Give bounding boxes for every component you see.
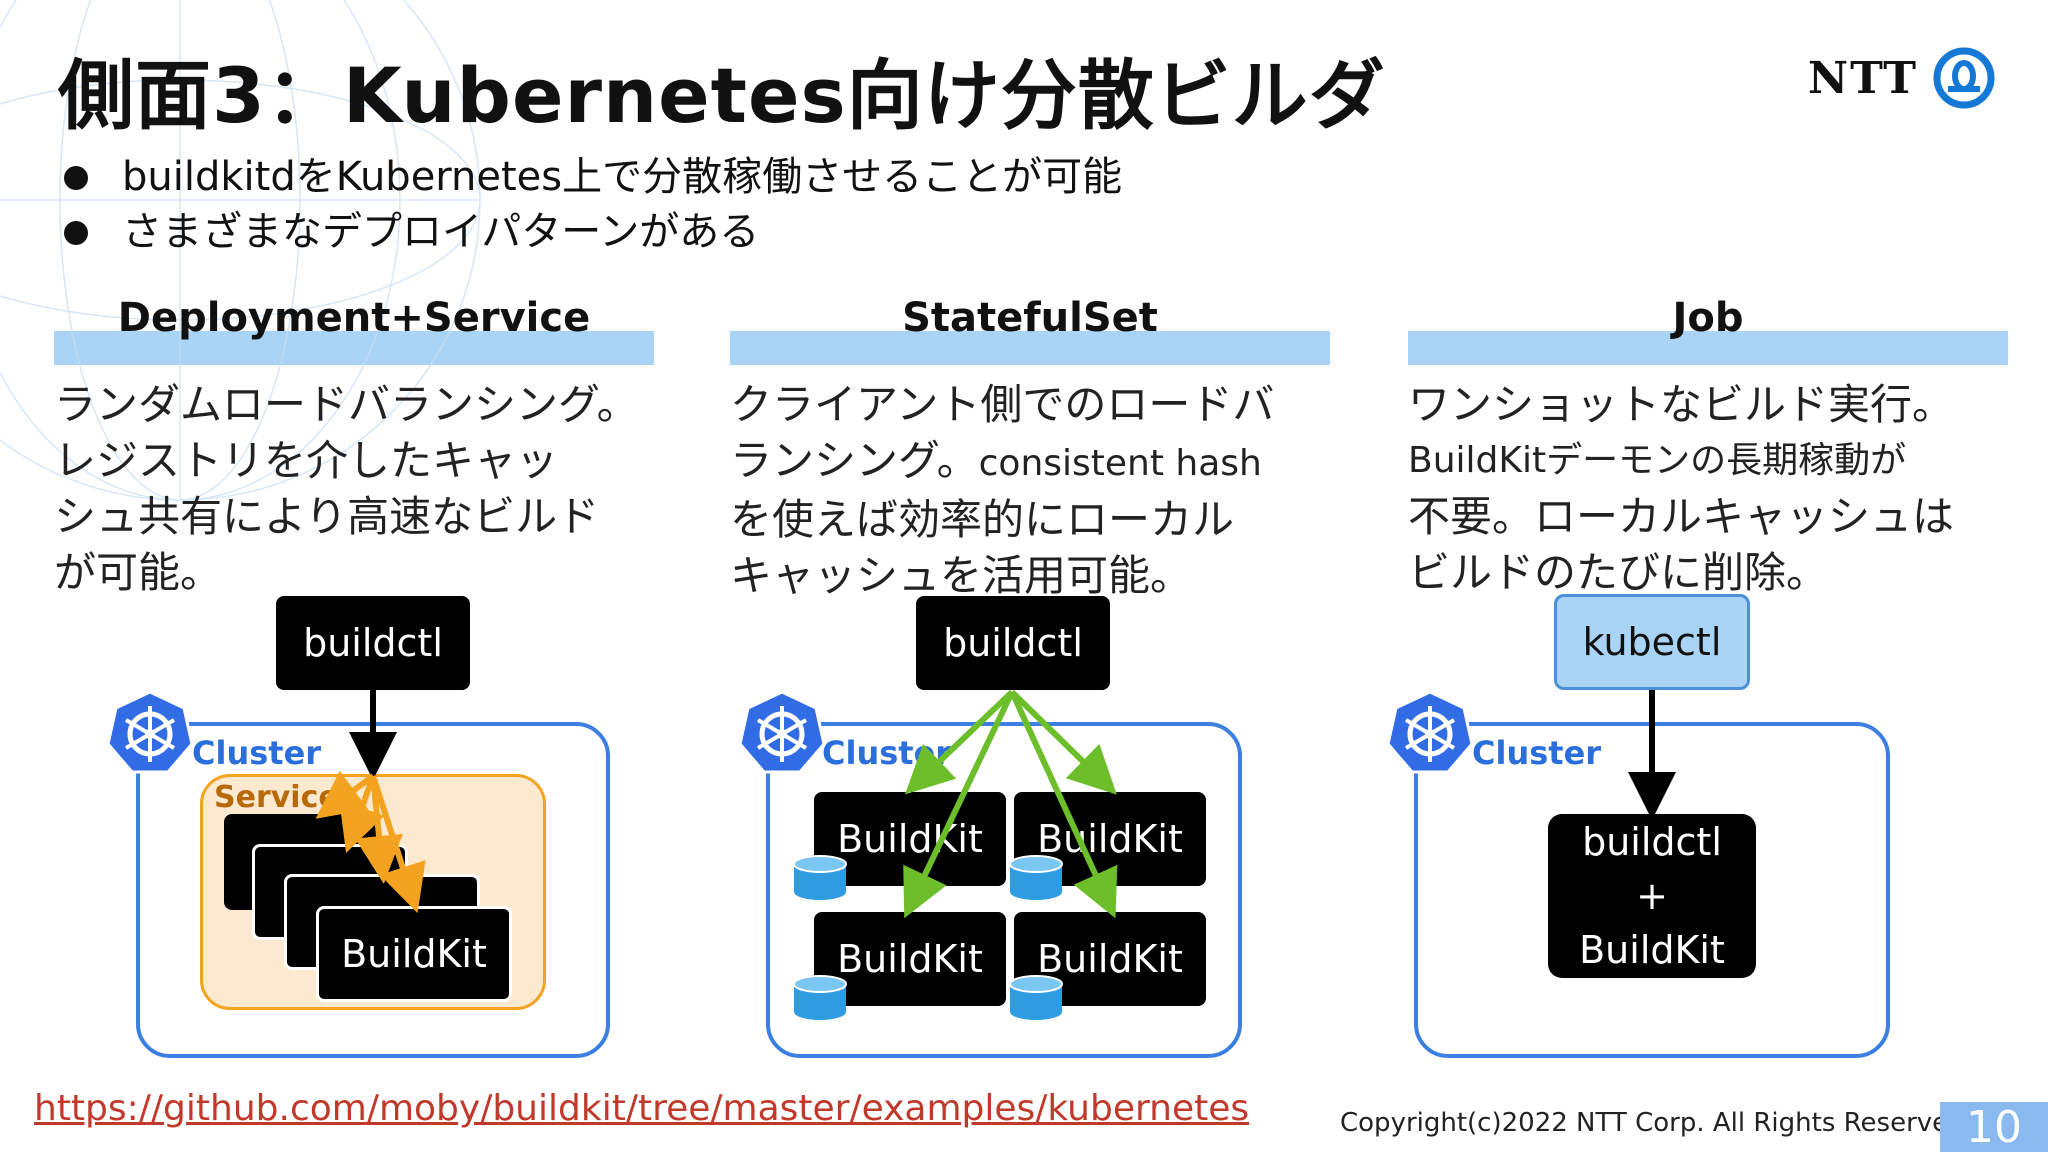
- column-header: Deployment+Service: [54, 290, 654, 365]
- cache-volume-icon: [1009, 855, 1063, 900]
- desc-line: BuildKitデーモンの長期稼動が: [1408, 440, 1907, 481]
- column-header-label: Deployment+Service: [117, 295, 591, 341]
- desc-line: を使えば効率的にローカル: [730, 495, 1235, 544]
- desc-line: シュ共有により高速なビルド: [54, 492, 600, 541]
- buildkit-pod: BuildKit: [316, 906, 512, 1002]
- cluster-label: Cluster: [1472, 734, 1602, 772]
- desc-line: キャッシュを活用可能。: [730, 551, 1193, 600]
- kubernetes-icon: [1386, 690, 1474, 774]
- page-number: 10: [1940, 1102, 2048, 1153]
- arrow-buildctl-to-buildkit-0: [904, 689, 1015, 795]
- desc-line: が可能。: [54, 548, 223, 597]
- logo-text: NTT: [1807, 52, 1918, 104]
- ntt-logo: NTT: [1808, 46, 1996, 110]
- column-header-label: Job: [1672, 295, 1744, 341]
- arrow-service-to-pod: [339, 775, 385, 853]
- column-header-label: StatefulSet: [902, 295, 1158, 341]
- source-link[interactable]: https://github.com/moby/buildkit/tree/ma…: [34, 1088, 1250, 1129]
- desc-line: ビルドのたびに削除。: [1408, 548, 1829, 597]
- column-description: ランダムロードバランシング。 レジストリを介したキャッ シュ共有により高速なビル…: [54, 377, 654, 601]
- arrow-buildctl-to-buildkit-2: [903, 690, 1015, 919]
- desc-line: ランシング。consistent hash: [730, 433, 1330, 492]
- desc-segment: consistent hash: [978, 443, 1262, 484]
- bullet-list: buildkitdをKubernetes上で分散稼働させることが可能 さまざまな…: [60, 150, 1122, 260]
- buildctl-client: buildctl: [916, 596, 1110, 690]
- arrow-service-to-pod: [315, 770, 375, 819]
- job-pod-line: buildctl: [1582, 820, 1722, 864]
- job-pod-line: BuildKit: [1579, 928, 1725, 972]
- column-header: StatefulSet: [730, 290, 1330, 365]
- copyright-text: Copyright(c)2022 NTT Corp. All Rights Re…: [1340, 1108, 1973, 1138]
- column-deployment: Deployment+Service ランダムロードバランシング。 レジストリを…: [54, 290, 654, 601]
- arrow-buildctl-to-buildkit-1: [1009, 689, 1117, 795]
- desc-line: 不要。ローカルキャッシュは: [1408, 492, 1955, 541]
- ntt-logo-icon: [1933, 47, 1995, 109]
- cluster-box: [766, 722, 1242, 1058]
- column-job: Job ワンショットなビルド実行。 BuildKitデーモンの長期稼動が 不要。…: [1408, 290, 2008, 601]
- column-description: クライアント側でのロードバ ランシング。consistent hash を使えば…: [730, 377, 1330, 604]
- desc-line: ワンショットなビルド実行。: [1408, 380, 1955, 429]
- column-statefulset: StatefulSet クライアント側でのロードバ ランシング。consiste…: [730, 290, 1330, 604]
- cache-volume-icon: [793, 855, 847, 900]
- desc-line: クライアント側でのロードバ: [730, 380, 1275, 429]
- bullet-item: さまざまなデプロイパターンがある: [60, 205, 1122, 260]
- desc-line: レジストリを介したキャッ: [54, 436, 559, 485]
- kubernetes-icon: [738, 690, 826, 774]
- cluster-label: Cluster: [192, 734, 322, 772]
- arrow-buildctl-to-buildkit-3: [1009, 690, 1118, 919]
- kubernetes-icon: [106, 690, 194, 774]
- job-pod-line: +: [1636, 874, 1668, 918]
- column-header: Job: [1408, 290, 2008, 365]
- bullet-item: buildkitdをKubernetes上で分散稼働させることが可能: [60, 150, 1122, 205]
- job-pod: buildctl + BuildKit: [1548, 814, 1756, 978]
- desc-line: ランダムロードバランシング。: [54, 380, 639, 429]
- cache-volume-icon: [793, 975, 847, 1020]
- arrow-service-to-pod: [370, 775, 426, 914]
- page-title: 側面3：Kubernetes向け分散ビルダ: [58, 51, 1386, 140]
- desc-segment: ランシング。: [730, 436, 979, 485]
- cache-volume-icon: [1009, 975, 1063, 1020]
- background-globe-decoration: [0, 0, 481, 501]
- arrow-service-to-pod: [355, 775, 403, 884]
- buildctl-client: buildctl: [276, 596, 470, 690]
- kubectl-client: kubectl: [1554, 594, 1750, 690]
- column-description: ワンショットなビルド実行。 BuildKitデーモンの長期稼動が 不要。ローカル…: [1408, 377, 2008, 601]
